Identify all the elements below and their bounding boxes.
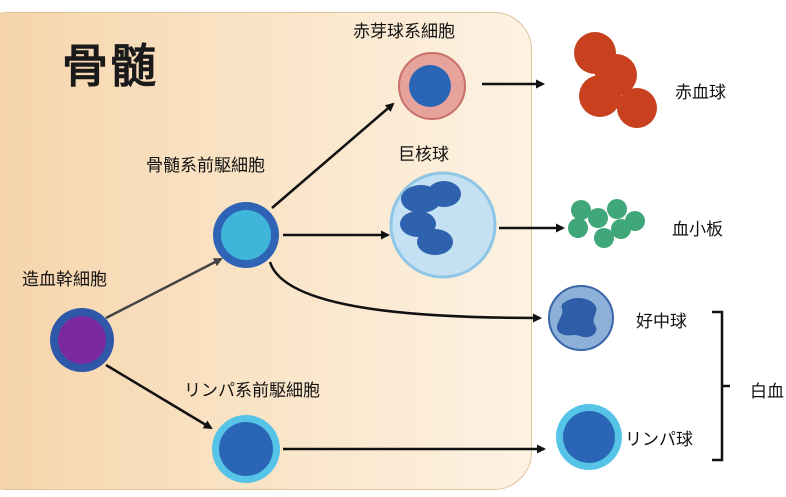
label-wbc: 白血 — [750, 382, 784, 402]
label-rbc: 赤血球 — [675, 83, 726, 103]
rbc-cluster — [574, 32, 657, 128]
label-hsc: 造血幹細胞 — [22, 270, 107, 290]
label-lymphocyte: リンパ球 — [625, 430, 693, 450]
platelet-cluster — [568, 199, 645, 248]
megakaryocyte-cell — [389, 171, 497, 279]
label-megakaryocyte: 巨核球 — [398, 145, 449, 165]
arrow-myeloid-to-erythroblast — [271, 102, 395, 209]
label-lymphoid-progenitor: リンパ系前駆細胞 — [184, 381, 320, 401]
arrow-hsc-to-myeloid — [105, 257, 223, 320]
erythroblast-cell — [398, 52, 466, 120]
label-erythroblast: 赤芽球系細胞 — [353, 22, 455, 42]
lymphocyte-cell — [556, 404, 622, 470]
label-platelet: 血小板 — [672, 220, 723, 240]
arrow-myeloid-to-neutrophil — [268, 261, 542, 323]
neutrophil-cell — [548, 285, 614, 351]
lymphoid-progenitor-cell — [212, 415, 280, 483]
arrow-hsc-to-lymphoid — [105, 363, 213, 430]
label-myeloid-progenitor: 骨髄系前駆細胞 — [146, 156, 265, 176]
bone-marrow-title: 骨髄 — [62, 39, 158, 93]
wbc-bracket — [712, 310, 730, 462]
label-neutrophil: 好中球 — [636, 312, 687, 332]
arrows — [105, 79, 565, 454]
myeloid-progenitor-cell — [213, 202, 279, 268]
hsc-cell — [50, 308, 114, 372]
